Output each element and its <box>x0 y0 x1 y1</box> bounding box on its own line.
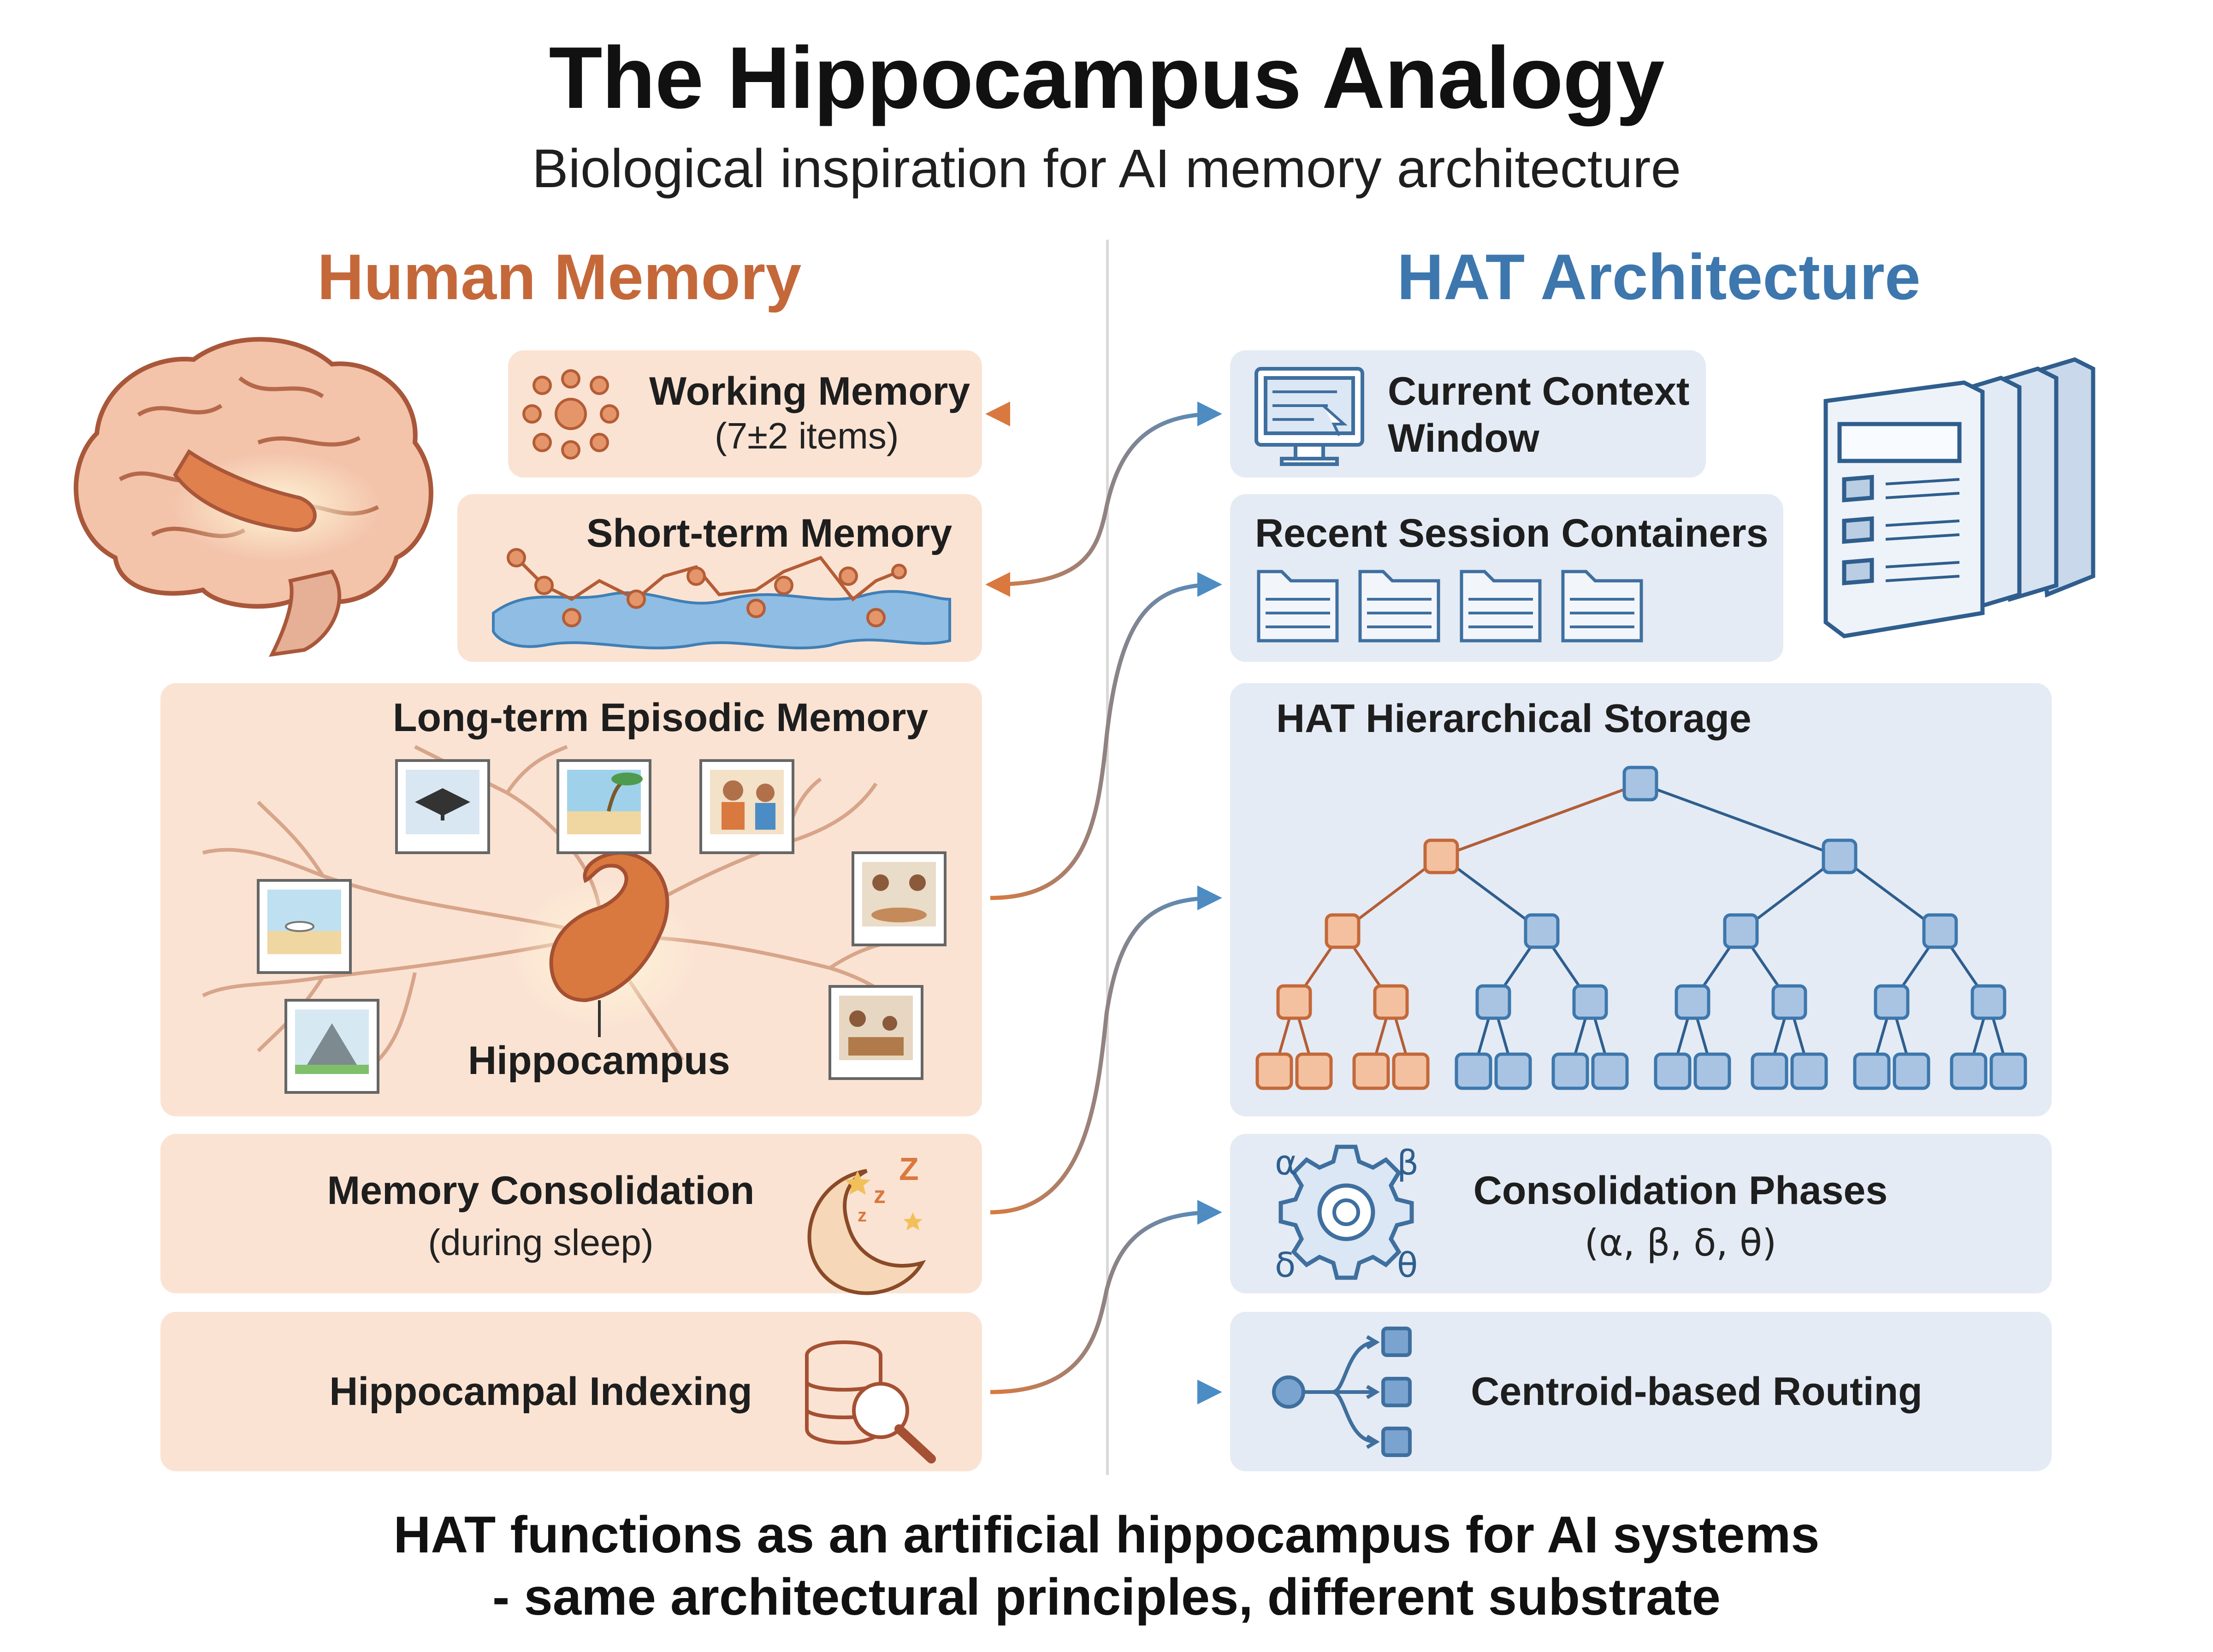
brain-icon <box>74 337 433 657</box>
column-divider <box>1106 240 1109 1475</box>
folder-icon <box>1257 570 1643 643</box>
tree-node <box>1551 1052 1589 1090</box>
svg-text:δ: δ <box>1275 1245 1296 1285</box>
routing-icon <box>1272 1327 1412 1457</box>
working-memory-label: Working Memory <box>649 369 970 413</box>
page-title: The Hippocampus Analogy <box>549 29 1664 127</box>
consolidation-label: Memory Consolidation <box>327 1168 755 1213</box>
hierarchical-storage-label: HAT Hierarchical Storage <box>1276 696 1751 741</box>
tree-node <box>1853 1052 1891 1090</box>
routing-label: Centroid-based Routing <box>1471 1369 1923 1414</box>
tree-node <box>1675 984 1710 1020</box>
phase-symbols: α β δ θ <box>1275 1143 1419 1285</box>
server-stack-icon <box>1823 357 2095 638</box>
consolidation-phases-label: Consolidation Phases <box>1473 1168 1888 1213</box>
tree-node <box>1423 838 1459 874</box>
tree-node <box>1950 1052 1988 1090</box>
svg-text:β: β <box>1397 1143 1419 1183</box>
footer-line-1: HAT functions as an artificial hippocamp… <box>393 1506 1820 1564</box>
tree-node <box>1822 838 1858 874</box>
tree-node <box>1455 1052 1492 1090</box>
consolidation-phases-detail: (α, β, δ, θ) <box>1584 1221 1777 1264</box>
tree-node <box>1295 1052 1333 1090</box>
tree-node <box>1352 1052 1390 1090</box>
tree-node <box>1276 984 1312 1020</box>
tree-node <box>1572 984 1608 1020</box>
neuron-cluster-icon <box>522 369 619 460</box>
long-term-memory-label: Long-term Episodic Memory <box>393 696 929 740</box>
tree-node <box>1922 913 1958 949</box>
tree-node <box>1494 1052 1532 1090</box>
tree-edge <box>1639 782 1840 858</box>
svg-text:α: α <box>1275 1143 1297 1183</box>
short-term-memory-label: Short-term Memory <box>586 511 953 555</box>
tree-node <box>1591 1052 1629 1090</box>
tree-node <box>1771 984 1807 1020</box>
context-window-label-1: Current Context <box>1388 369 1690 413</box>
tree-node <box>1970 984 2006 1020</box>
tree-icon <box>1255 766 2027 1090</box>
tree-node <box>1874 984 1910 1020</box>
human-memory-heading: Human Memory <box>317 241 802 313</box>
tree-node <box>1524 913 1560 949</box>
svg-text:z: z <box>858 1205 867 1226</box>
tree-node <box>1989 1052 2027 1090</box>
tree-edge <box>1440 782 1641 858</box>
context-window-label-2: Window <box>1388 416 1539 460</box>
tree-node <box>1723 913 1759 949</box>
tree-node <box>1392 1052 1430 1090</box>
svg-text:Z: Z <box>899 1151 919 1187</box>
footer-line-2: - same architectural principles, differe… <box>492 1568 1721 1626</box>
moon-sleep-icon: Z z z <box>807 1151 926 1295</box>
photo-memory-icon <box>257 759 947 1094</box>
mapping-arrows <box>985 401 1222 1404</box>
svg-text:z: z <box>874 1182 886 1209</box>
tree-node <box>1790 1052 1828 1090</box>
tree-node <box>1893 1052 1930 1090</box>
tree-node <box>1475 984 1511 1020</box>
tree-node <box>1654 1052 1692 1090</box>
hippocampus-label: Hippocampus <box>468 1038 730 1083</box>
indexing-label: Hippocampal Indexing <box>329 1369 752 1414</box>
hippocampus-shape <box>549 850 669 1003</box>
tree-node <box>1373 984 1409 1020</box>
hierarchical-storage-box <box>1230 683 2052 1116</box>
tree-node <box>1751 1052 1788 1090</box>
tree-node <box>1255 1052 1293 1090</box>
hat-architecture-heading: HAT Architecture <box>1397 241 1921 313</box>
tree-node <box>1622 766 1658 802</box>
page-subtitle: Biological inspiration for AI memory arc… <box>532 138 1681 199</box>
working-memory-box <box>508 350 982 478</box>
consolidation-detail: (during sleep) <box>428 1222 654 1263</box>
gear-icon <box>1278 1145 1414 1280</box>
tree-node <box>1693 1052 1731 1090</box>
session-containers-label: Recent Session Containers <box>1255 511 1769 555</box>
tree-node <box>1325 913 1361 949</box>
wave-network-icon <box>492 548 951 649</box>
working-memory-detail: (7±2 items) <box>715 415 899 456</box>
database-search-icon <box>805 1340 936 1463</box>
svg-text:θ: θ <box>1397 1245 1418 1285</box>
monitor-icon <box>1254 367 1364 466</box>
